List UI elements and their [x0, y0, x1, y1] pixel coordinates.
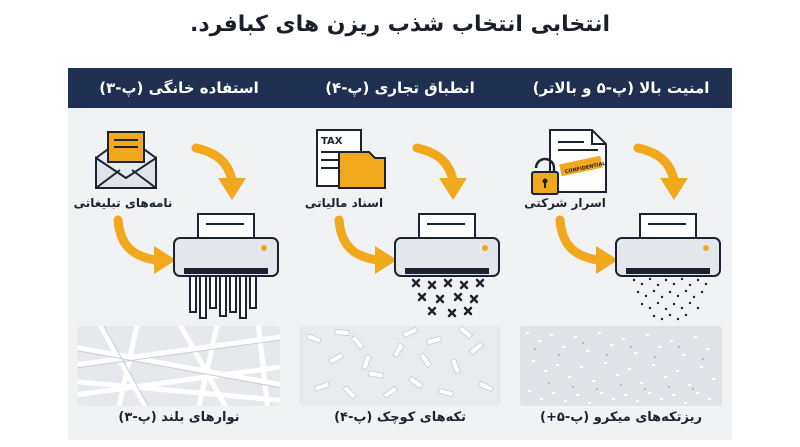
column-header-home: استفاده خانگی (پ-۳) — [68, 68, 290, 108]
doc-label-high-security: اسرار شرکتی — [524, 196, 606, 210]
micro-particles-photo — [520, 326, 722, 406]
tax-folder-icon: TAX — [316, 129, 386, 189]
column-header-high-security: امنیت بالا (پ-۵ و بالاتر) — [510, 68, 732, 108]
column-business: انطباق تجاری (پ-۴) TAX — [289, 68, 511, 440]
photo-label-home: نوارهای بلند (پ-۳) — [118, 410, 240, 425]
strip-output-icon — [189, 275, 257, 319]
doc-label-home: نامه‌های تبلیغاتی — [73, 196, 173, 210]
page-title: انتخابی انتخاب شذب ریزن های کبافرد. — [189, 12, 610, 37]
mail-envelope-icon — [95, 131, 157, 189]
photo-label-high-security: ریزتکه‌های میکرو (پ-۵+) — [540, 410, 702, 425]
column-header-business: انطباق تجاری (پ-۴) — [289, 68, 511, 108]
confidential-document-lock-icon: CONFIDENTIAL — [531, 129, 607, 195]
doc-label-business: اسناد مالیاتی — [304, 196, 384, 210]
shredder-icon — [394, 213, 500, 277]
shredder-icon — [615, 213, 721, 277]
illustration-high-security: CONFIDENTIAL — [510, 108, 732, 326]
column-home-use: استفاده خانگی (پ-۳) — [68, 68, 290, 440]
svg-text:TAX: TAX — [321, 136, 343, 147]
strips-photo — [78, 326, 280, 406]
illustration-home: نامه‌های تبلیغاتی — [68, 108, 290, 326]
arrow-icon — [191, 143, 237, 185]
crosscut-photo — [299, 326, 501, 406]
arrowhead-icon — [218, 178, 246, 200]
photo-label-business: تکه‌های کوچک (پ-۴) — [334, 410, 466, 425]
illustration-business: TAX — [289, 108, 511, 326]
micro-particle-output-icon — [632, 277, 708, 321]
crosscut-output-icon — [411, 278, 485, 318]
shredder-icon — [173, 213, 279, 277]
column-high-security: امنیت بالا (پ-۵ و بالاتر) CONFIDENTIAL — [510, 68, 732, 440]
